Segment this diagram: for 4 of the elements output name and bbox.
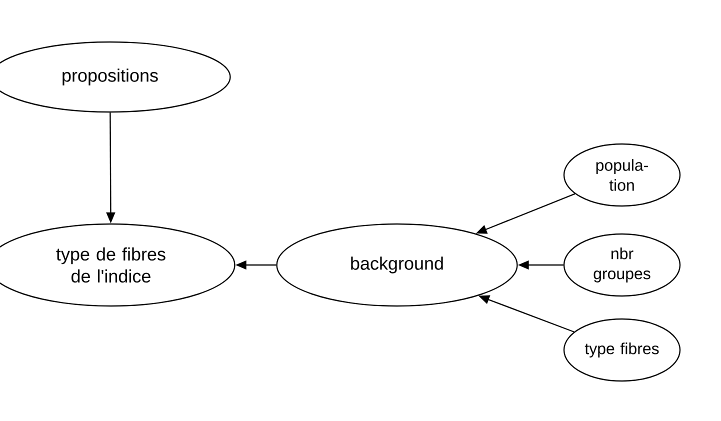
ellipse-node: nbr groupes (563, 233, 681, 297)
ellipse-node: background (276, 223, 518, 307)
ellipse-node: type fibres (563, 318, 681, 382)
ellipse-node: popula- tion (563, 143, 681, 207)
